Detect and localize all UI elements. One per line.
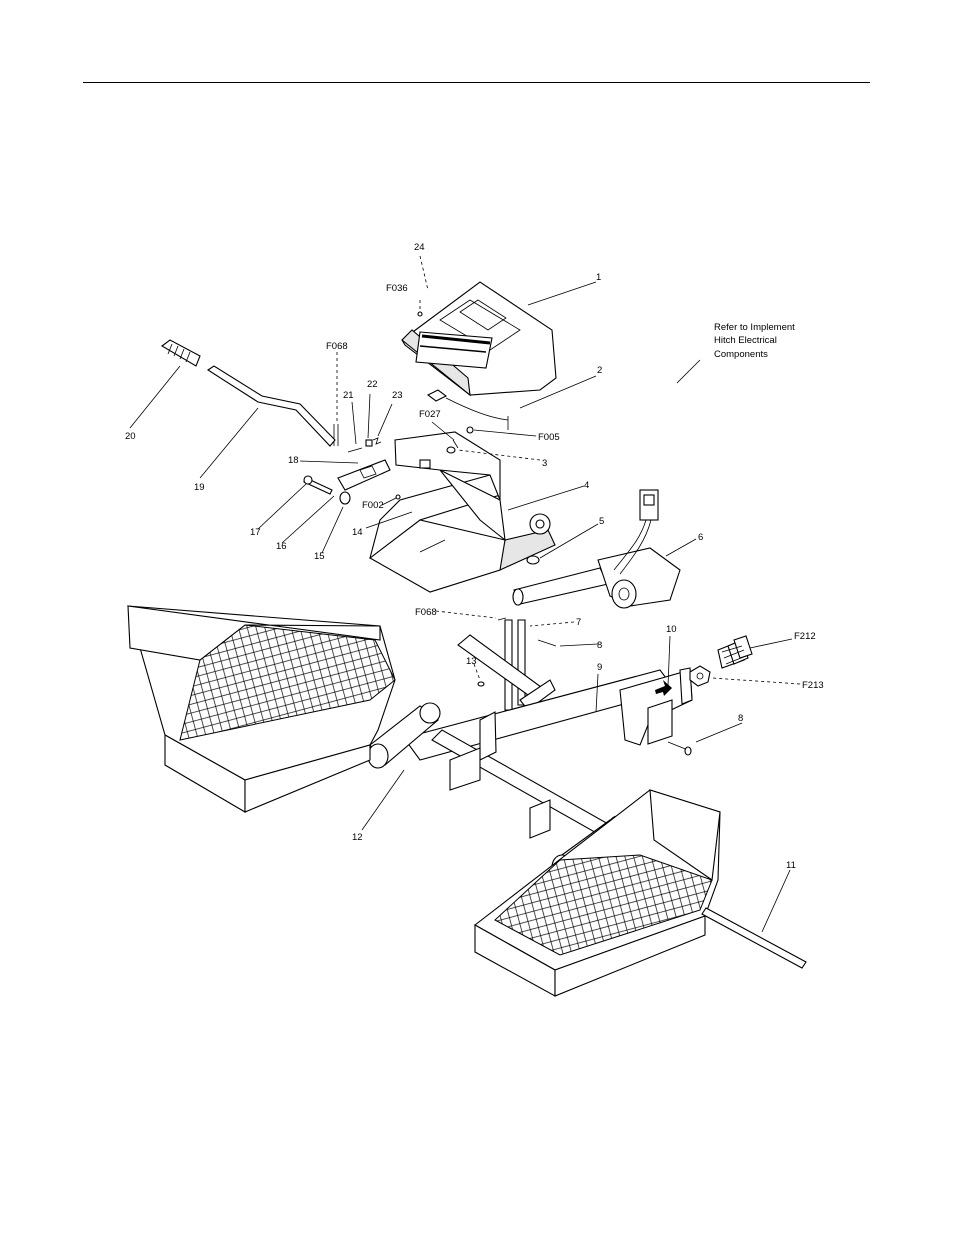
callout-11: 11 [786, 860, 796, 871]
part-actuator [512, 489, 681, 609]
note-line-2: Hitch Electrical [714, 335, 777, 346]
callout-2: 2 [597, 365, 602, 376]
callout-1: 1 [596, 272, 601, 283]
callout-8-lower: 8 [738, 713, 743, 724]
callout-19: 19 [194, 482, 205, 493]
callout-F036: F036 [386, 283, 408, 294]
callout-22: 22 [367, 379, 378, 390]
note-line-1: Refer to Implement [714, 322, 795, 333]
part-handle-rod [161, 339, 336, 447]
part-hitch-bar [367, 667, 693, 880]
callout-21: 21 [343, 390, 354, 401]
header-rule [83, 82, 870, 83]
callout-20: 20 [125, 431, 136, 442]
part-cover [401, 281, 557, 397]
callout-labels: 24 1 F036 F068 2 22 21 23 20 F027 F005 3… [125, 242, 824, 871]
callout-F212: F212 [794, 631, 816, 642]
part-switch-wire [426, 389, 509, 430]
part-right-step [474, 789, 721, 997]
leader-lines [129, 255, 801, 933]
callout-12: 12 [352, 832, 363, 843]
callout-23: 23 [392, 390, 403, 401]
callout-10: 10 [666, 624, 677, 635]
part-latch-assembly [303, 424, 391, 505]
callout-15: 15 [314, 551, 325, 562]
part-frame [369, 431, 556, 593]
reference-note: Refer to Implement Hitch Electrical Comp… [714, 322, 795, 360]
callout-18: 18 [288, 455, 299, 466]
callout-F213: F213 [802, 680, 824, 691]
callout-F005: F005 [538, 432, 560, 443]
callout-8-upper: 8 [597, 640, 602, 651]
callout-5: 5 [599, 516, 604, 527]
callout-24: 24 [414, 242, 425, 253]
callout-14: 14 [352, 527, 363, 538]
callout-13: 13 [466, 656, 477, 667]
callout-9: 9 [597, 662, 602, 673]
callout-F027: F027 [419, 409, 441, 420]
callout-16: 16 [276, 541, 287, 552]
callout-F068-lower: F068 [415, 607, 437, 618]
callout-3: 3 [542, 458, 547, 469]
callout-17: 17 [250, 527, 261, 538]
callout-7: 7 [576, 617, 581, 628]
part-long-pin [701, 907, 807, 969]
callout-F068-upper: F068 [326, 341, 348, 352]
callout-4: 4 [584, 480, 589, 491]
part-bolt-nut [689, 635, 753, 687]
callout-6: 6 [698, 532, 703, 543]
callout-F002: F002 [362, 500, 384, 511]
note-line-3: Components [714, 349, 768, 360]
part-left-step [127, 605, 396, 813]
part-small-hardware [395, 426, 474, 500]
